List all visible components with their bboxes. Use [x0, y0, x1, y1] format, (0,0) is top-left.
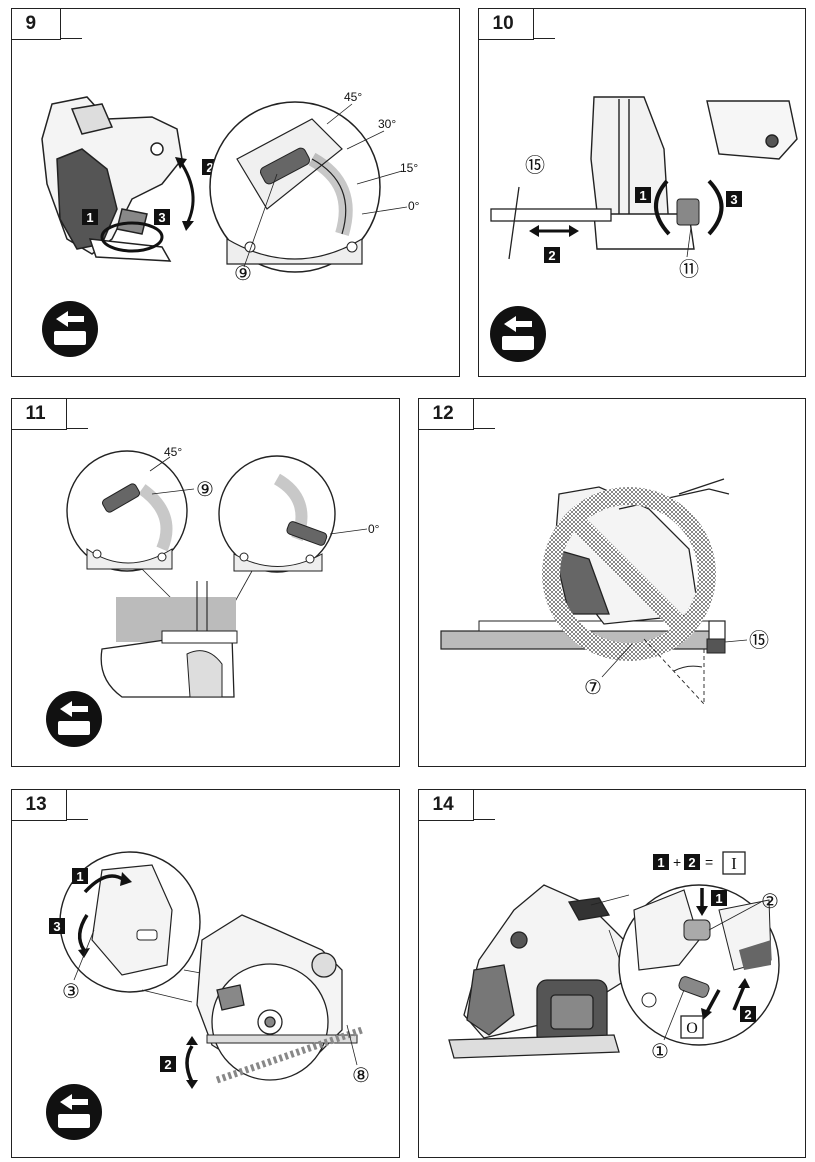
- callout-11: ⑪: [679, 258, 699, 281]
- callout-1: ①: [651, 1041, 669, 1063]
- callout-9: ⑨: [196, 479, 214, 501]
- panel-number: 9: [10, 7, 82, 40]
- battery-remove-icon: [46, 691, 102, 747]
- illustration-angle-check: 45° ⑨ 0°: [46, 445, 380, 747]
- callout-9: ⑨: [234, 263, 252, 285]
- panel-number: 12: [417, 397, 495, 430]
- step-2-label: 2: [164, 1057, 171, 1072]
- illustration-blade-guard: 1 3 ③ 2 ⑧: [46, 851, 370, 1140]
- callout-7: ⑦: [584, 677, 602, 699]
- saw-side-illustration: [196, 914, 343, 1081]
- callout-15: ⑮: [749, 629, 769, 652]
- angle-0-label: 0°: [408, 199, 420, 213]
- angle-15-label: 15°: [400, 161, 418, 175]
- callout-2: ②: [761, 891, 779, 913]
- step-3-label: 3: [158, 210, 165, 225]
- step-3-label: 3: [730, 192, 737, 207]
- step-2-label: 2: [548, 248, 555, 263]
- illustration-guide-fence: 1 2 3 ⑮ ⑪: [490, 96, 798, 362]
- callout-15: ⑮: [525, 154, 545, 177]
- formula-step-2: 2: [688, 855, 695, 870]
- prohibited-icon: [542, 487, 716, 661]
- saw-illustration: [41, 96, 183, 262]
- callout-3: ③: [62, 981, 80, 1003]
- battery-remove-icon: [46, 1084, 102, 1140]
- angle-0-label: 0°: [368, 522, 380, 536]
- saw-front-illustration: [590, 96, 798, 250]
- illustration-prohibited-use: ⑮ ⑦: [440, 478, 769, 705]
- panel-number: 10: [477, 7, 555, 40]
- step-1-label: 1: [76, 869, 83, 884]
- detail-lever-magnifier: [59, 851, 201, 993]
- battery-remove-icon: [490, 306, 546, 362]
- step-1-label: 1: [86, 210, 93, 225]
- detail-45-magnifier: [66, 450, 188, 572]
- switch-on-symbol: I: [731, 854, 737, 873]
- step-2-label: 2: [206, 160, 213, 175]
- panel-13: 13 1 3 ③: [10, 788, 400, 1158]
- panel-number: 14: [417, 788, 495, 821]
- formula-equals: =: [705, 854, 713, 870]
- formula-step-1: 1: [657, 855, 664, 870]
- step-2-label: 2: [744, 1007, 751, 1022]
- switch-off-symbol: O: [686, 1020, 698, 1037]
- panel-number: 13: [10, 788, 88, 821]
- panel-number: 11: [10, 397, 88, 430]
- battery-remove-icon: [42, 301, 98, 357]
- angle-45-label: 45°: [164, 445, 182, 459]
- panel-10: 10 1 2 3 ⑮ ⑪: [477, 7, 806, 377]
- callout-8: ⑧: [352, 1065, 370, 1087]
- panel-9: 9 2 1 3: [10, 7, 460, 377]
- panel-11: 11 45° ⑨ 0°: [10, 397, 400, 767]
- panel-12: 12 ⑮: [417, 397, 806, 767]
- detail-switch-magnifier: [618, 884, 780, 1046]
- angle-30-label: 30°: [378, 117, 396, 131]
- formula-plus: +: [673, 854, 681, 870]
- angle-45-label: 45°: [344, 90, 362, 104]
- step-1-label: 1: [639, 188, 646, 203]
- step-3-label: 3: [53, 919, 60, 934]
- detail-0-magnifier: [218, 455, 336, 573]
- saw-perspective-illustration: [448, 884, 635, 1059]
- detail-magnifier: [209, 101, 381, 273]
- illustration-switch-operation: 1 + 2 = I 1: [448, 851, 780, 1063]
- step-1-label: 1: [715, 891, 722, 906]
- illustration-bevel-adjust: 2 1 3 45° 30° 15° 0° ⑨: [41, 90, 420, 357]
- panel-14: 14 1 + 2 = I: [417, 788, 806, 1158]
